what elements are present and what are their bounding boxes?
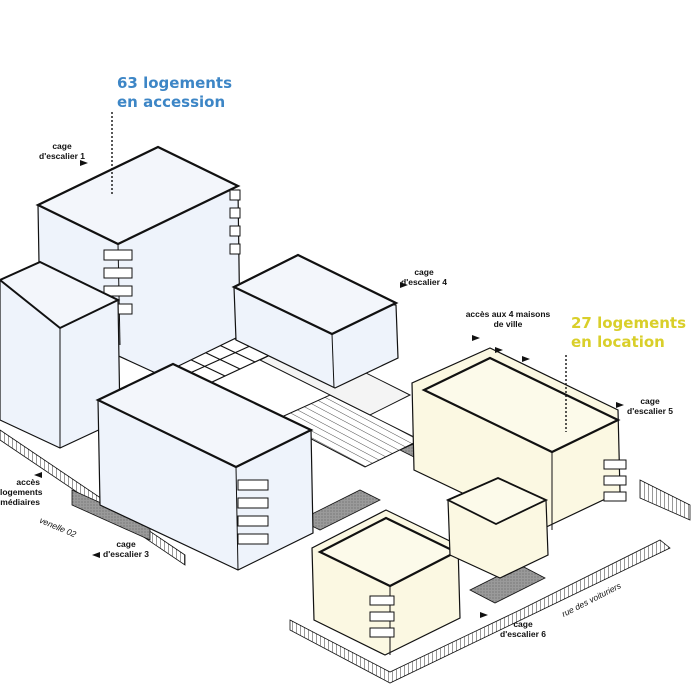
headline-accession: 63 logements en accession <box>117 74 232 112</box>
headline-accession-line2: en accession <box>117 92 226 111</box>
label-cage4-line1: cage <box>414 267 434 277</box>
label-acces: accès logements médiaires <box>0 477 43 507</box>
building-location-middle <box>445 477 549 579</box>
label-cage1-line2: d'escalier 1 <box>39 150 85 161</box>
label-cage5: cage d'escalier 5 <box>618 396 682 417</box>
building-accession-left <box>0 260 121 449</box>
label-acces-line3: médiaires <box>0 496 40 507</box>
label-maisons: accès aux 4 maisons de ville <box>460 309 556 330</box>
label-cage5-line1: cage <box>640 396 660 406</box>
arrow-markers <box>34 160 624 618</box>
label-cage5-line2: d'escalier 5 <box>627 405 673 416</box>
label-cage4-line2: d'escalier 4 <box>401 276 447 287</box>
label-cage3-line2: d'escalier 3 <box>103 548 149 559</box>
label-cage1: cage d'escalier 1 <box>26 141 98 162</box>
label-acces-line1: accès <box>16 477 40 487</box>
headline-location-line1: 27 logements <box>571 314 687 332</box>
label-cage3-line1: cage <box>116 539 136 549</box>
building-accession-cage4 <box>231 253 399 389</box>
building-location-cage6 <box>311 509 461 656</box>
headline-accession-line1: 63 logements <box>117 74 233 92</box>
street-edge-right <box>639 479 691 521</box>
label-cage3: cage d'escalier 3 <box>90 539 162 560</box>
building-location-cage5 <box>411 347 627 531</box>
label-maisons-line1: accès aux 4 maisons <box>465 309 551 319</box>
headline-location: 27 logements en location <box>571 314 686 352</box>
street-edge-bottom <box>289 539 671 684</box>
building-accession-front <box>95 362 314 571</box>
label-acces-line2: logements <box>0 486 43 497</box>
headline-location-line2: en location <box>571 332 665 351</box>
label-cage6: cage d'escalier 6 <box>500 619 546 639</box>
label-cage1-line1: cage <box>52 141 72 151</box>
label-maisons-line2: de ville <box>493 318 523 329</box>
label-cage4: cage d'escalier 4 <box>392 267 456 288</box>
